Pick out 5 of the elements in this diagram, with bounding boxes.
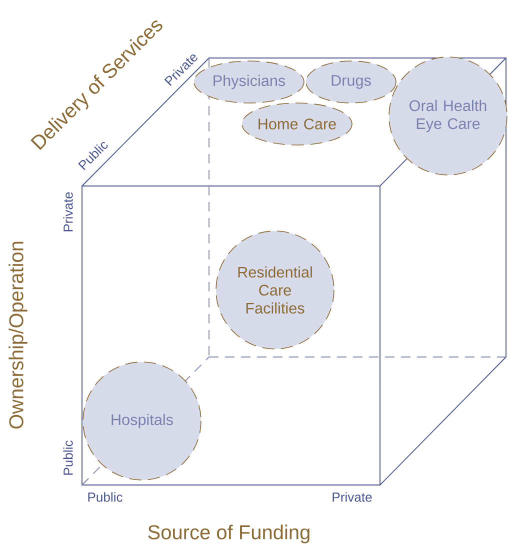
axis-tick-label: Public bbox=[88, 492, 122, 502]
axis-tick-label: Private bbox=[332, 492, 372, 502]
axis-title: Source of Funding bbox=[148, 524, 310, 544]
axis-tick-label: Private bbox=[63, 192, 73, 232]
axis-title: Ownership/Operation bbox=[8, 242, 28, 429]
